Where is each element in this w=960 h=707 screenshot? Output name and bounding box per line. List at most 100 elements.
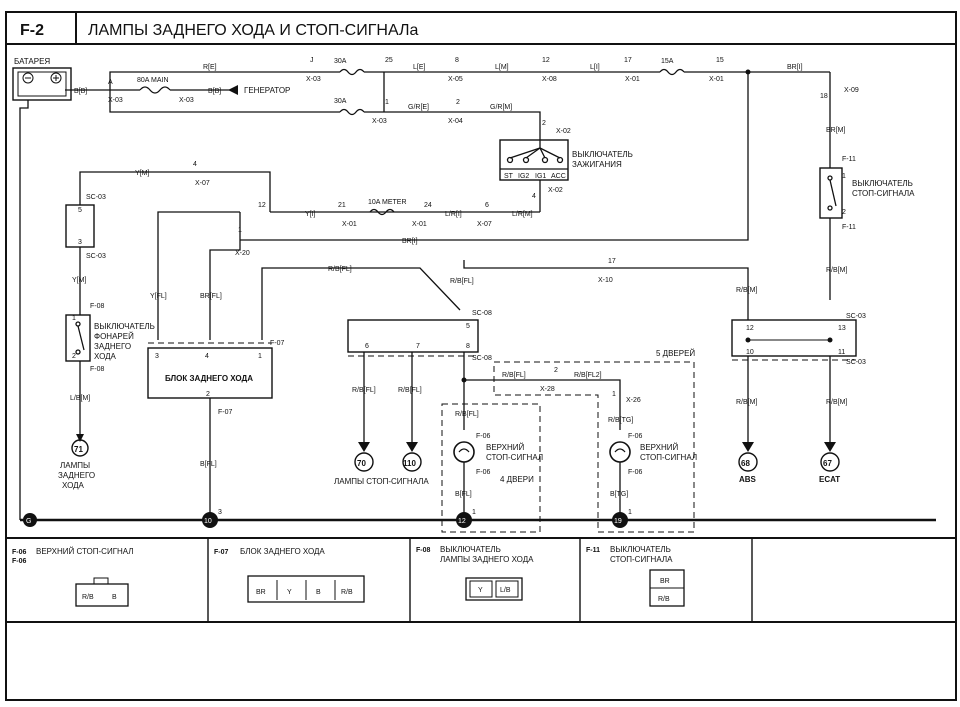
diagram-label: G xyxy=(26,518,31,525)
diagram-label: L/R[I] xyxy=(445,211,462,218)
diagram-label: Y xyxy=(478,587,483,594)
diagram-label: 30A xyxy=(334,58,347,65)
stop-lamps-label: ЛАМПЫ СТОП-СИГНАЛА xyxy=(334,477,429,486)
diagram-label: F-08 xyxy=(90,366,105,373)
diagram-label: СТОП-СИГНАЛА xyxy=(852,189,915,198)
diagram-label: X-01 xyxy=(342,221,357,228)
diagram-label: СТОП-СИГНАЛА xyxy=(610,555,673,564)
diagram-label: L[I] xyxy=(590,64,600,71)
diagram-label: F-11 xyxy=(842,224,856,231)
diagram-label: 1 xyxy=(472,509,476,516)
diagram-label: G/R[M] xyxy=(490,104,512,111)
main-fuse-label: 80A MAIN xyxy=(137,77,169,84)
generator-label: ГЕНЕРАТОР xyxy=(244,86,290,95)
diagram-label: 30A xyxy=(334,98,347,105)
ref-71: 71 xyxy=(74,445,83,454)
sc08-block xyxy=(347,319,479,353)
diagram-label: БЛОК ЗАДНЕГО ХОДА xyxy=(240,547,325,556)
diagram-label: 13 xyxy=(838,325,846,332)
diagram-label: F-07 xyxy=(218,409,233,416)
reverse-switch-label: ВЫКЛЮЧАТЕЛЬ xyxy=(94,322,155,331)
diagram-label: SC-03 xyxy=(846,313,866,320)
diagram-label: X-01 xyxy=(412,221,427,228)
diagram-label: X-02 xyxy=(548,187,563,194)
legend-f08: F-08 ВЫКЛЮЧАТЕЛЬ ЛАМПЫ ЗАДНЕГО ХОДА Y L/… xyxy=(416,545,534,601)
diagram-label: 2 xyxy=(72,353,76,360)
diagram-label: 10A METER xyxy=(368,199,407,206)
diagram-label: X-03 xyxy=(306,76,321,83)
diagram-label: 24 xyxy=(424,202,432,209)
stop-switch-label: ВЫКЛЮЧАТЕЛЬ xyxy=(852,179,913,188)
diagram-label: BR[FL] xyxy=(200,293,222,300)
diagram-label: 2 xyxy=(542,120,546,127)
sc03-block-right xyxy=(731,319,857,357)
diagram-label: SC-03 xyxy=(86,253,106,260)
diagram-label: R/B xyxy=(658,596,670,603)
diagram-label: J xyxy=(310,57,314,64)
diagram-label: R/B[M] xyxy=(826,267,847,274)
diagram-label: F-06 xyxy=(12,558,27,565)
diagram-label: ВЕРХНИЙ xyxy=(486,443,525,452)
ref-70: 70 xyxy=(357,459,366,468)
diagram-label: X-07 xyxy=(477,221,492,228)
diagram-label: R/B[FL] xyxy=(455,411,479,418)
diagram-label: R/B[TG] xyxy=(608,417,633,424)
diagram-label: X-04 xyxy=(448,118,463,125)
diagram-label: X-20 xyxy=(235,250,250,257)
diagram-label: F-06 xyxy=(12,549,27,556)
diagram-label: F-07 xyxy=(270,340,285,347)
ref-110: 110 xyxy=(403,459,416,468)
battery-label: БАТАРЕЯ xyxy=(14,57,50,66)
diagram-label: R/B[FL] xyxy=(398,387,422,394)
diagram-label: R/B[FL] xyxy=(450,278,474,285)
diagram-label: ФОНАРЕЙ xyxy=(94,332,134,341)
diagram-label: Y[FL] xyxy=(150,293,167,300)
diagram-label: BR[I] xyxy=(402,238,418,245)
diagram-label: R/B[FL2] xyxy=(574,372,602,379)
sc03-block-left xyxy=(65,204,95,248)
diagram-label: 4 xyxy=(205,353,209,360)
diagram-label: R/B[M] xyxy=(736,399,757,406)
ground-12: 12 xyxy=(458,518,466,525)
diagram-label: 2 xyxy=(456,99,460,106)
diagram-label: BR[M] xyxy=(826,127,846,134)
diagram-label: Y[I] xyxy=(305,211,316,218)
diagram-label: X-10 xyxy=(598,277,613,284)
diagram-label: ХОДА xyxy=(62,481,85,490)
diagram-label: СТОП-СИГНАЛ xyxy=(640,453,697,462)
diagram-label: 18 xyxy=(820,93,828,100)
diagram-label: R/B[FL] xyxy=(352,387,376,394)
diagram-label: СТОП-СИГНАЛ xyxy=(486,453,543,462)
diagram-label: R[E] xyxy=(203,64,217,71)
diagram-label: 5 xyxy=(466,323,470,330)
diagram-label: 12 xyxy=(542,57,550,64)
diagram-label: X-01 xyxy=(625,76,640,83)
diagram-label: L[E] xyxy=(413,64,426,71)
diagram-label: Y xyxy=(287,589,292,596)
ignition-switch xyxy=(499,139,569,181)
diagram-label: 4 ДВЕРИ xyxy=(500,475,534,484)
diagram-label: X-03 xyxy=(179,97,194,104)
high-stop-lamp-5d xyxy=(609,441,631,463)
diagram-label: ЗАДНЕГО xyxy=(58,471,95,480)
diagram-label: F-11 xyxy=(842,156,856,163)
diagram-label: 1 xyxy=(72,315,76,322)
diagram-label: 1 xyxy=(842,173,846,180)
diagram-label: 5 xyxy=(78,207,82,214)
diagram-label: 21 xyxy=(338,202,346,209)
ecat-label: ECAT xyxy=(819,475,840,484)
diagram-label: IG1 xyxy=(535,173,546,180)
frame xyxy=(5,11,957,701)
diagram-label: R/B[M] xyxy=(826,399,847,406)
page-title: ЛАМПЫ ЗАДНЕГО ХОДА И СТОП-СИГНАЛа xyxy=(88,22,418,39)
ignition-switch-label: ВЫКЛЮЧАТЕЛЬ xyxy=(572,150,633,159)
diagram-label: B xyxy=(112,594,117,601)
diagram-label: 12 xyxy=(258,202,266,209)
diagram-label: 1 xyxy=(612,391,616,398)
diagram-label: ЗАДНЕГО xyxy=(94,342,131,351)
diagram-label: ХОДА xyxy=(94,352,117,361)
stop-light-switch xyxy=(819,167,843,219)
ref-68: 68 xyxy=(741,459,750,468)
diagram-label: X-08 xyxy=(542,76,557,83)
diagram-label: 15 xyxy=(716,57,724,64)
